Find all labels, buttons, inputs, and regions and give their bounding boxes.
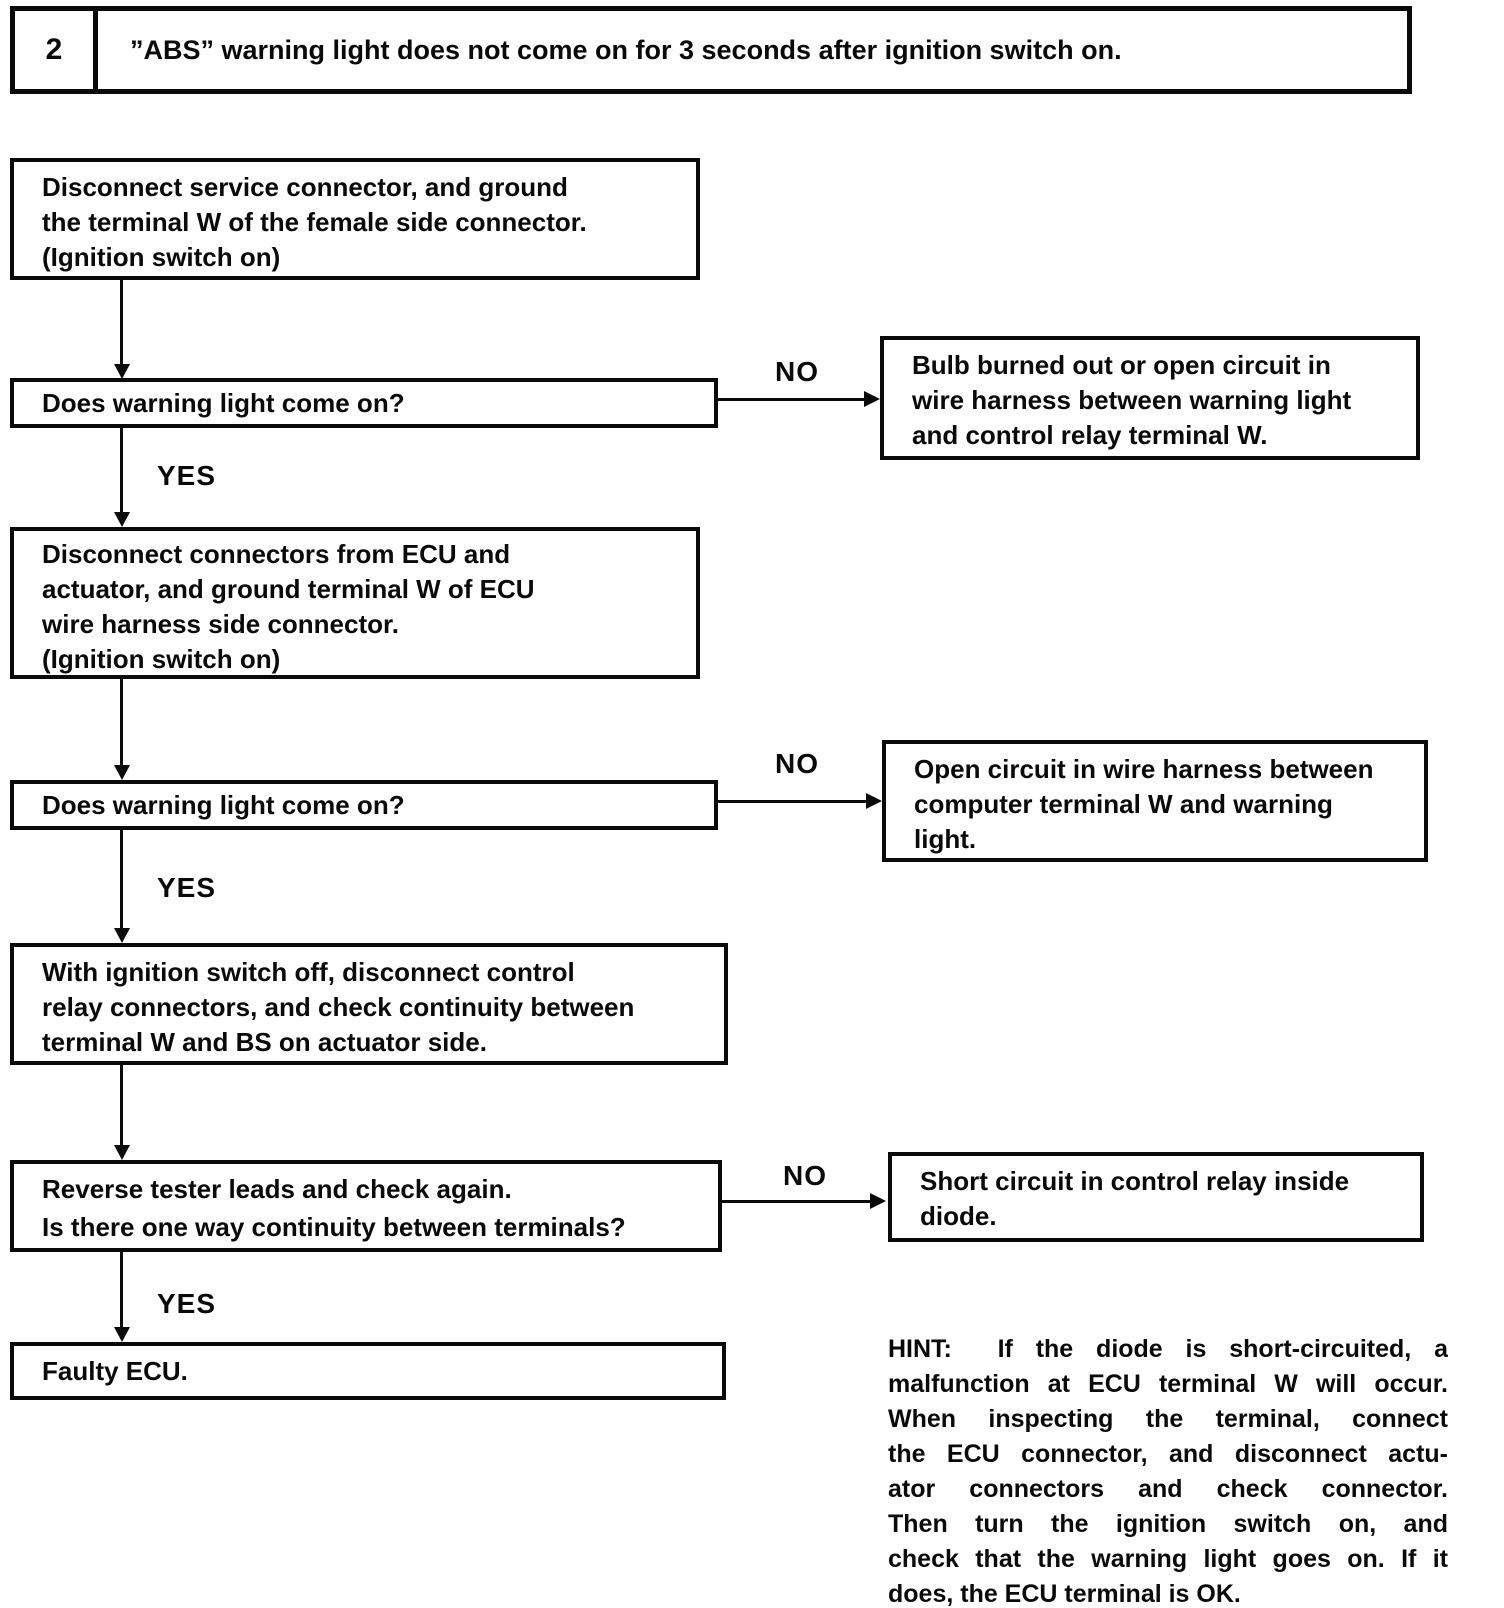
outcome-box-3: Short circuit in control relay inside di… [888,1152,1424,1242]
decision-3-line: Is there one way continuity between term… [42,1212,626,1242]
decision-box-2: Does warning light come on? [10,780,718,830]
result-box: Faulty ECU. [10,1342,726,1400]
step-2-line: (Ignition switch on) [42,644,281,674]
step-3-line: terminal W and BS on actuator side. [42,1027,487,1057]
step-box-1: Disconnect service connector, and ground… [10,158,700,280]
arrowhead-right-2-icon [866,793,882,809]
hint-line: HINT: If the diode is short-circuited, a [888,1335,1448,1363]
step-2-line: actuator, and ground terminal W of ECU [42,574,535,604]
outcome-1-line: wire harness between warning light [912,385,1352,415]
arrowhead-down-3-icon [114,765,130,780]
outcome-2-line: computer terminal W and warning [914,789,1333,819]
decision-box-3: Reverse tester leads and check again. Is… [10,1160,722,1252]
step-1-line: the terminal W of the female side connec… [42,207,587,237]
step-1-line: Disconnect service connector, and ground [42,172,568,202]
arrowhead-down-2-icon [114,512,130,527]
arrow-down-1 [120,280,123,364]
problem-title: ”ABS” warning light does not come on for… [130,34,1122,65]
hint-line: ator connectors and check connector. [888,1475,1448,1503]
arrow-down-6 [120,1252,123,1328]
arrowhead-down-4-icon [114,928,130,943]
outcome-3-line: diode. [920,1201,997,1231]
arrow-down-5 [120,1065,123,1145]
outcome-box-2: Open circuit in wire harness between com… [882,740,1428,862]
arrow-down-4 [120,830,123,928]
step-2-line: Disconnect connectors from ECU and [42,539,511,569]
outcome-1-line: and control relay terminal W. [912,420,1268,450]
arrow-right-3 [722,1200,870,1203]
hint-line: check that the warning light goes on. If… [888,1545,1448,1573]
result-text: Faulty ECU. [42,1355,188,1386]
yes-label-2: YES [157,872,217,903]
outcome-2-line: Open circuit in wire harness between [914,754,1374,784]
step-1-line: (Ignition switch on) [42,242,281,272]
arrow-down-3 [120,679,123,765]
hint-text: HINT: If the diode is short-circuited, a… [888,1332,1448,1608]
step-box-3: With ignition switch off, disconnect con… [10,943,728,1065]
outcome-box-1: Bulb burned out or open circuit in wire … [880,336,1420,460]
decision-3-line: Reverse tester leads and check again. [42,1174,512,1204]
arrowhead-down-5-icon [114,1145,130,1160]
step-2-line: wire harness side connector. [42,609,399,639]
decision-1-question: Does warning light come on? [42,387,405,418]
step-3-line: With ignition switch off, disconnect con… [42,957,575,987]
arrowhead-down-6-icon [114,1327,130,1342]
hint-line: the ECU connector, and disconnect actu- [888,1440,1448,1468]
yes-label-3: YES [157,1288,217,1319]
arrow-right-2 [714,800,866,803]
no-label-1: NO [775,356,819,387]
decision-box-1: Does warning light come on? [10,378,718,428]
hint-line: Then turn the ignition switch on, and [888,1510,1448,1538]
outcome-2-line: light. [914,824,977,854]
problem-number: 2 [15,11,98,89]
hint-line: does, the ECU terminal is OK. [888,1580,1241,1608]
no-label-3: NO [783,1160,827,1191]
outcome-3-line: Short circuit in control relay inside [920,1166,1350,1196]
hint-line: malfunction at ECU terminal W will occur… [888,1370,1448,1398]
arrowhead-right-1-icon [864,391,880,407]
decision-2-question: Does warning light come on? [42,789,405,820]
arrowhead-right-3-icon [870,1193,886,1209]
no-label-2: NO [775,748,819,779]
step-box-2: Disconnect connectors from ECU and actua… [10,527,700,679]
outcome-1-line: Bulb burned out or open circuit in [912,350,1331,380]
arrowhead-down-1-icon [114,364,130,379]
step-3-line: relay connectors, and check continuity b… [42,992,635,1022]
arrow-down-2 [120,428,123,514]
yes-label-1: YES [157,460,217,491]
hint-line: When inspecting the terminal, connect [888,1405,1448,1433]
problem-header: 2 ”ABS” warning light does not come on f… [10,6,1412,94]
arrow-right-1 [714,398,864,401]
